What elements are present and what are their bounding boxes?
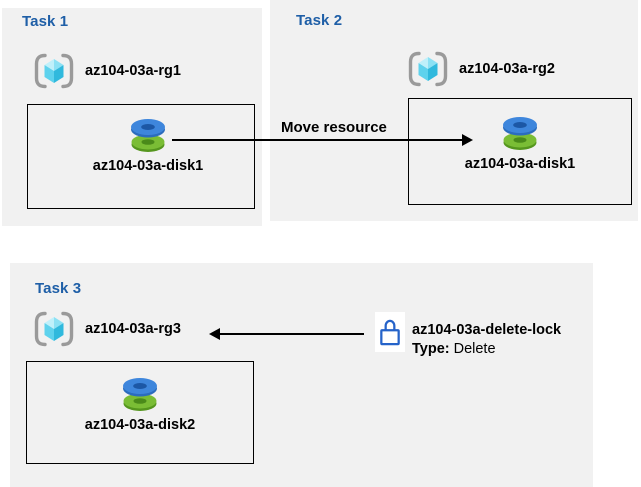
lock-type-label: Type: (412, 341, 450, 357)
task3-resource-group: az104-03a-rg3 (32, 310, 181, 348)
move-resource-arrowhead (462, 134, 473, 146)
delete-lock-arrowhead (209, 328, 220, 340)
task3-title: Task 3 (35, 280, 82, 297)
lock-name-label: az104-03a-delete-lock (412, 322, 562, 338)
resource-group-icon (406, 50, 450, 88)
disk-label: az104-03a-disk1 (92, 158, 204, 174)
disk-icon (116, 373, 164, 415)
task3-panel: Task 3 az104-03a-rg3 (10, 263, 593, 487)
lock-icon (375, 312, 405, 352)
task1-resource-group: az104-03a-rg1 (32, 52, 181, 90)
lock-type-line: Type:Delete (412, 340, 561, 359)
delete-lock-arrow-line (219, 333, 364, 335)
task1-disk-box: az104-03a-disk1 (27, 104, 255, 209)
resource-group-icon (32, 310, 76, 348)
resource-group-icon (32, 52, 76, 90)
task1-title: Task 1 (22, 13, 69, 30)
resource-group-label: az104-03a-rg1 (85, 63, 181, 79)
task2-title: Task 2 (296, 12, 343, 29)
task2-disk-box: az104-03a-disk1 (408, 98, 632, 205)
disk-label: az104-03a-disk1 (464, 156, 576, 172)
move-resource-arrow-line (172, 139, 464, 141)
resource-group-label: az104-03a-rg3 (85, 321, 181, 337)
resource-group-label: az104-03a-rg2 (459, 61, 555, 77)
task2-resource-group: az104-03a-rg2 (406, 50, 555, 88)
task3-disk-box: az104-03a-disk2 (26, 361, 254, 464)
task1-panel: Task 1 az104-03a-rg1 (2, 8, 262, 226)
move-resource-label: Move resource (281, 119, 387, 136)
task2-panel: Task 2 az104-03a-rg2 (270, 0, 638, 221)
disk-label: az104-03a-disk2 (84, 417, 196, 433)
lock-annotation: az104-03a-delete-lock Type:Delete (412, 321, 561, 359)
disk-icon (124, 114, 172, 156)
disk-icon (496, 112, 544, 154)
lock-type-value: Delete (453, 341, 496, 357)
